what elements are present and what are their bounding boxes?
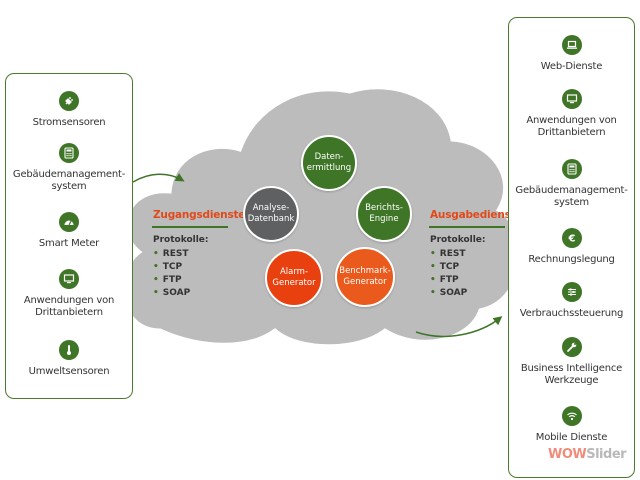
item-label: Verbrauchssteuerung	[519, 308, 624, 319]
node-label: Alarm- Generator	[272, 267, 316, 288]
data-sources-panel: Stromsensoren Gebäudemanagement- system …	[5, 73, 133, 399]
laptop-icon	[561, 35, 582, 55]
gauge-icon	[59, 212, 79, 232]
svg-text:€: €	[567, 234, 575, 245]
node-analysis-database[interactable]: Analyse- Datenbank	[243, 186, 299, 242]
protocol-item: FTP	[153, 274, 190, 287]
egress-protocol-list: REST TCP FTP SOAP	[430, 248, 467, 300]
node-data-acquisition[interactable]: Daten- ermittlung	[301, 135, 357, 191]
source-item-power-sensors[interactable]: Stromsensoren	[6, 91, 132, 129]
source-item-bms[interactable]: Gebäudemanagement- system	[6, 143, 132, 193]
item-label: Mobile Dienste	[535, 432, 608, 443]
item-label: Umweltsensoren	[28, 366, 110, 377]
wowslider-watermark: WOWSlider	[548, 447, 627, 462]
egress-protocols-label: Protokolle:	[430, 235, 486, 245]
node-benchmark-generator[interactable]: Benchmark- Generator	[335, 247, 395, 307]
item-label: Stromsensoren	[32, 117, 106, 128]
protocol-item: SOAP	[430, 287, 467, 300]
item-label: Rechnungslegung	[528, 254, 615, 265]
node-label: Daten- ermittlung	[306, 152, 352, 173]
ingress-title: Zugangsdienste	[153, 209, 246, 221]
ingress-divider	[152, 226, 228, 228]
source-item-smart-meter[interactable]: Smart Meter	[6, 212, 132, 250]
monitor-icon	[561, 89, 582, 109]
euro-icon: €	[561, 228, 582, 248]
item-label: Business Intelligence Werkzeuge	[520, 363, 623, 386]
output-item-billing[interactable]: € Rechnungslegung	[509, 228, 634, 266]
output-item-bms[interactable]: Gebäudemanagement- system	[509, 159, 634, 209]
cloud-shape	[121, 86, 521, 348]
protocol-item: SOAP	[153, 287, 190, 300]
item-label: Smart Meter	[38, 238, 100, 249]
node-label: Analyse- Datenbank	[247, 203, 295, 224]
item-label: Web-Dienste	[540, 61, 603, 72]
output-item-web-services[interactable]: Web-Dienste	[509, 35, 634, 73]
output-services-panel: Web-Dienste Anwendungen von Drittanbiete…	[508, 17, 635, 478]
output-item-consumption-control[interactable]: Verbrauchssteuerung	[509, 282, 634, 320]
watermark-part1: WOW	[548, 447, 587, 462]
watermark-part2: Slider	[586, 447, 627, 462]
source-item-third-party-apps[interactable]: Anwendungen von Drittanbietern	[6, 269, 132, 319]
egress-title: Ausgabedienste	[430, 209, 523, 221]
ingress-protocol-list: REST TCP FTP SOAP	[153, 248, 190, 300]
output-item-business-intelligence[interactable]: Business Intelligence Werkzeuge	[509, 337, 634, 387]
protocol-item: TCP	[430, 261, 467, 274]
item-label: Gebäudemanagement- system	[12, 169, 126, 192]
ingress-arrow	[132, 173, 185, 183]
item-label: Gebäudemanagement- system	[515, 185, 628, 208]
item-label: Anwendungen von Drittanbietern	[23, 295, 115, 318]
protocol-item: TCP	[153, 261, 190, 274]
wrench-icon	[561, 337, 582, 357]
wifi-icon	[561, 406, 582, 426]
output-item-mobile-services[interactable]: Mobile Dienste	[509, 406, 634, 444]
node-label: Berichts- Engine	[365, 203, 403, 224]
ingress-protocols-label: Protokolle:	[153, 235, 209, 245]
source-item-environment-sensors[interactable]: Umweltsensoren	[6, 340, 132, 378]
calculator-icon	[561, 159, 582, 179]
thermometer-icon	[59, 340, 79, 360]
egress-arrow	[415, 316, 503, 338]
protocol-item: REST	[430, 248, 467, 261]
egress-divider	[429, 226, 505, 228]
protocol-item: REST	[153, 248, 190, 261]
node-report-engine[interactable]: Berichts- Engine	[356, 186, 412, 242]
monitor-icon	[59, 269, 79, 289]
sliders-icon	[561, 282, 582, 302]
node-alarm-generator[interactable]: Alarm- Generator	[265, 249, 323, 307]
protocol-item: FTP	[430, 274, 467, 287]
plug-icon	[59, 91, 79, 111]
output-item-third-party-apps[interactable]: Anwendungen von Drittanbietern	[509, 89, 634, 139]
calculator-icon	[59, 143, 79, 163]
node-label: Benchmark- Generator	[339, 266, 391, 287]
item-label: Anwendungen von Drittanbietern	[526, 115, 617, 138]
